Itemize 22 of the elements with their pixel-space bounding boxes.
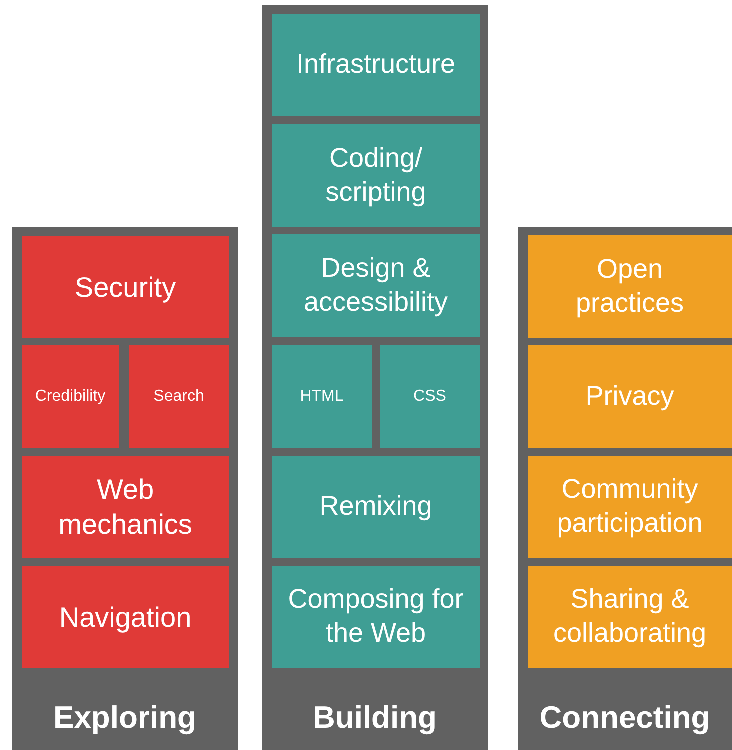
column-heading: Building (312, 700, 438, 736)
column-heading: Exploring (52, 700, 198, 736)
column-panel (12, 227, 238, 750)
topic-tile: Search (129, 345, 229, 448)
topic-tile: Coding/ scripting (272, 124, 480, 227)
topic-tile: Community participation (528, 456, 732, 558)
topic-tile: HTML (272, 345, 372, 448)
column-panel (262, 5, 488, 750)
topic-tile: Navigation (22, 566, 229, 668)
column-panel (518, 227, 732, 750)
topic-tile: Remixing (272, 456, 480, 558)
column-heading: Connecting (538, 700, 712, 736)
topic-tile: Open practices (528, 235, 732, 338)
topic-tile: Web mechanics (22, 456, 229, 558)
topic-tile: Infrastructure (272, 14, 480, 116)
topic-tile: Credibility (22, 345, 119, 448)
topic-tile: Security (22, 236, 229, 338)
topic-tile: Composing for the Web (272, 566, 480, 668)
topic-tile: CSS (380, 345, 480, 448)
topic-tile: Sharing & collaborating (528, 566, 732, 668)
topic-tile: Privacy (528, 345, 732, 448)
topic-tile: Design & accessibility (272, 234, 480, 337)
